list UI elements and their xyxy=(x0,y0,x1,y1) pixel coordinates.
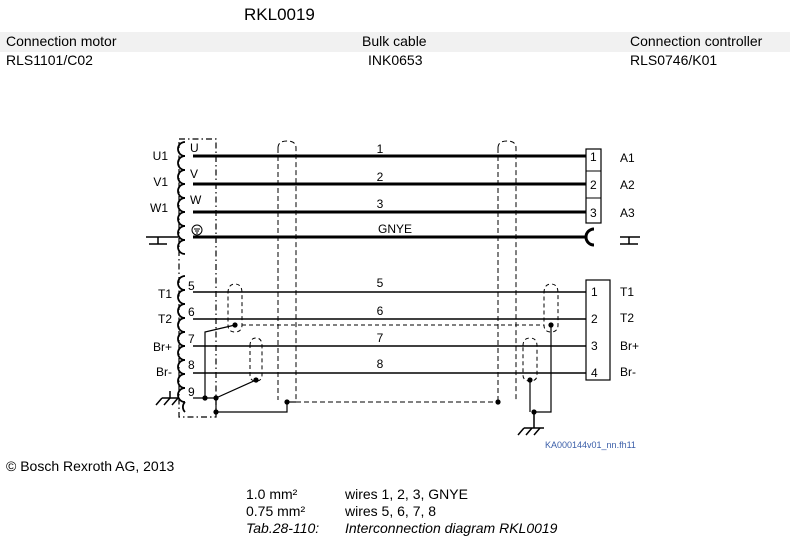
cross-section-1: 1.0 mm² xyxy=(246,486,298,502)
pin-u: U xyxy=(190,141,199,155)
label-br-plus: Br+ xyxy=(153,340,172,354)
wire-label-gnye: GNYE xyxy=(378,222,412,236)
upper-pin-2: 2 xyxy=(590,178,597,192)
label-t2-controller: T2 xyxy=(620,311,634,325)
label-v1: V1 xyxy=(153,175,168,189)
chassis-ground-icon xyxy=(155,391,179,406)
signal-wires xyxy=(193,291,586,374)
label-br-minus: Br- xyxy=(156,365,172,379)
figure-id: KA000144v01_nn.fh11 xyxy=(545,440,636,450)
wire-label-7: 7 xyxy=(377,331,384,345)
motor-connection-header: Connection motor xyxy=(6,33,117,49)
bulk-cable-value: INK0653 xyxy=(368,52,423,68)
wires-group-2: wires 5, 6, 7, 8 xyxy=(345,503,437,519)
diagram-title: RKL0019 xyxy=(244,5,315,24)
wire-label-5: 5 xyxy=(377,276,384,290)
overall-shield xyxy=(277,140,517,403)
header-row xyxy=(0,32,790,52)
pin-5: 5 xyxy=(188,279,195,293)
controller-connection-header: Connection controller xyxy=(630,33,763,49)
label-u1: U1 xyxy=(153,149,169,163)
pin-7: 7 xyxy=(188,332,195,346)
lower-controller-connector: 1 2 3 4 T1 T2 Br+ Br- xyxy=(585,279,639,381)
lower-pin-2: 2 xyxy=(591,312,598,326)
pin-8: 8 xyxy=(188,358,195,372)
label-br-minus-controller: Br- xyxy=(620,365,636,379)
lower-pin-3: 3 xyxy=(591,339,598,353)
pair-shields xyxy=(227,283,559,382)
motor-pin-sockets xyxy=(177,141,186,413)
lower-pin-4: 4 xyxy=(591,366,598,380)
upper-pin-3: 3 xyxy=(590,206,597,220)
label-br-plus-controller: Br+ xyxy=(620,339,639,353)
chassis-ground-icon xyxy=(517,412,544,436)
controller-connector-value: RLS0746/K01 xyxy=(630,52,718,68)
motor-pe-icon xyxy=(191,224,203,236)
pin-v: V xyxy=(190,167,198,181)
power-wires xyxy=(193,154,587,239)
label-w1: W1 xyxy=(150,201,168,215)
label-t1: T1 xyxy=(158,287,172,301)
wire-label-2: 2 xyxy=(377,170,384,184)
bulk-cable-header: Bulk cable xyxy=(362,33,427,49)
pin-6: 6 xyxy=(188,305,195,319)
table-caption-id: Tab.28-110: xyxy=(246,520,320,536)
upper-controller-connector: 1 2 3 A1 A2 A3 xyxy=(585,148,635,224)
wires-group-1: wires 1, 2, 3, GNYE xyxy=(345,486,468,502)
pin-w: W xyxy=(190,193,202,207)
wire-label-8: 8 xyxy=(377,357,384,371)
wire-label-6: 6 xyxy=(377,304,384,318)
drain-connections xyxy=(193,324,552,413)
motor-connector-value: RLS1101/C02 xyxy=(6,52,93,68)
label-a3: A3 xyxy=(620,206,635,220)
label-t2: T2 xyxy=(158,312,172,326)
table-caption-text: Interconnection diagram RKL0019 xyxy=(345,520,558,536)
upper-pin-1: 1 xyxy=(590,150,597,164)
pin-9: 9 xyxy=(188,385,195,399)
wire-label-1: 1 xyxy=(377,142,384,156)
label-a2: A2 xyxy=(620,178,635,192)
label-a1: A1 xyxy=(620,151,635,165)
lower-pin-1: 1 xyxy=(591,285,598,299)
label-t1-controller: T1 xyxy=(620,285,634,299)
copyright-notice: © Bosch Rexroth AG, 2013 xyxy=(6,458,175,474)
wire-label-3: 3 xyxy=(377,197,384,211)
ground-icon xyxy=(146,236,178,245)
pe-socket-controller xyxy=(584,227,595,247)
junction-dots xyxy=(202,322,554,415)
ground-icon xyxy=(620,236,640,245)
cross-section-2: 0.75 mm² xyxy=(246,503,306,519)
